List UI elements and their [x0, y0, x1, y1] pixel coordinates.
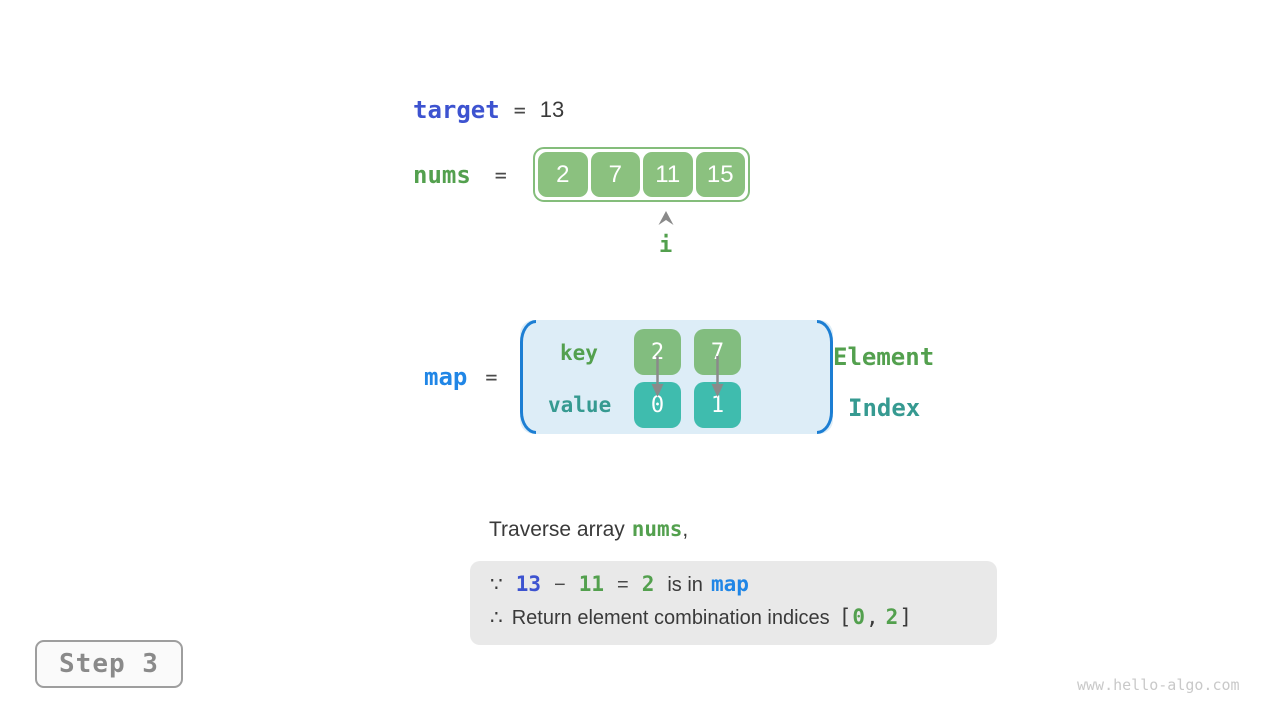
nums-label-line: nums = [413, 160, 507, 190]
array-cell: 11 [643, 152, 693, 197]
index-label: Index [848, 394, 921, 422]
conclusion-note-box: ∵ 13 − 11 = 2 is in map ∴ Return element… [470, 561, 997, 645]
because-symbol: ∵ [490, 574, 503, 596]
step-badge-label: Step 3 [59, 649, 159, 679]
caption-line: Traverse array nums , [489, 517, 688, 542]
because-line: ∵ 13 − 11 = 2 is in map [490, 572, 997, 597]
map-label-line: map = [424, 362, 497, 392]
equals-sign: = [485, 365, 498, 389]
left-bracket-icon [520, 320, 536, 434]
map-value-cell: 1 [694, 382, 741, 428]
current-element-value: 11 [578, 572, 605, 596]
open-bracket: [ [838, 605, 852, 629]
map-key-cell: 2 [634, 329, 681, 375]
nums-array: 2 7 11 15 [533, 147, 750, 202]
comma: , [866, 605, 879, 629]
therefore-line: ∴ Return element combination indices [ 0… [490, 605, 997, 630]
return-text: Return element combination indices [511, 607, 830, 629]
indices-group: [ 0 , 2 ] [839, 605, 912, 629]
equals-sign: = [494, 163, 507, 187]
target-value: 13 [539, 97, 565, 122]
map-value-cell: 0 [634, 382, 681, 428]
map-keyword: map [424, 363, 468, 391]
is-in-text: is in [667, 574, 703, 596]
nums-keyword: nums [413, 161, 471, 189]
equals-sign: = [617, 574, 629, 596]
array-cell: 2 [538, 152, 588, 197]
result-index-2: 2 [885, 605, 899, 629]
minus-sign: − [554, 574, 566, 596]
step-badge: Step 3 [35, 640, 183, 688]
array-cell: 7 [590, 152, 640, 197]
caption-nums-code: nums [631, 517, 683, 541]
right-bracket-icon [817, 320, 833, 434]
key-row-label: key [560, 341, 598, 365]
value-row-label: value [548, 393, 612, 417]
target-keyword: target [413, 96, 500, 124]
array-cell: 15 [695, 152, 745, 197]
map-container: key value 2 7 0 1 [520, 320, 833, 434]
difference-value: 2 [641, 572, 655, 596]
map-code: map [710, 572, 749, 596]
target-value: 13 [515, 572, 542, 596]
watermark: www.hello-algo.com [1077, 676, 1240, 694]
index-pointer-arrow-icon [658, 211, 674, 225]
therefore-symbol: ∴ [490, 607, 503, 629]
caption-text: Traverse array [489, 518, 625, 541]
caption-comma: , [682, 518, 689, 541]
is-in-map-group: is in map [667, 572, 749, 597]
equals-sign: = [513, 98, 526, 122]
close-bracket: ] [899, 605, 912, 629]
pointer-label-i: i [659, 233, 673, 258]
result-index-1: 0 [852, 605, 865, 629]
target-line: target = 13 [413, 96, 564, 124]
map-key-cell: 7 [694, 329, 741, 375]
element-label: Element [833, 343, 935, 371]
